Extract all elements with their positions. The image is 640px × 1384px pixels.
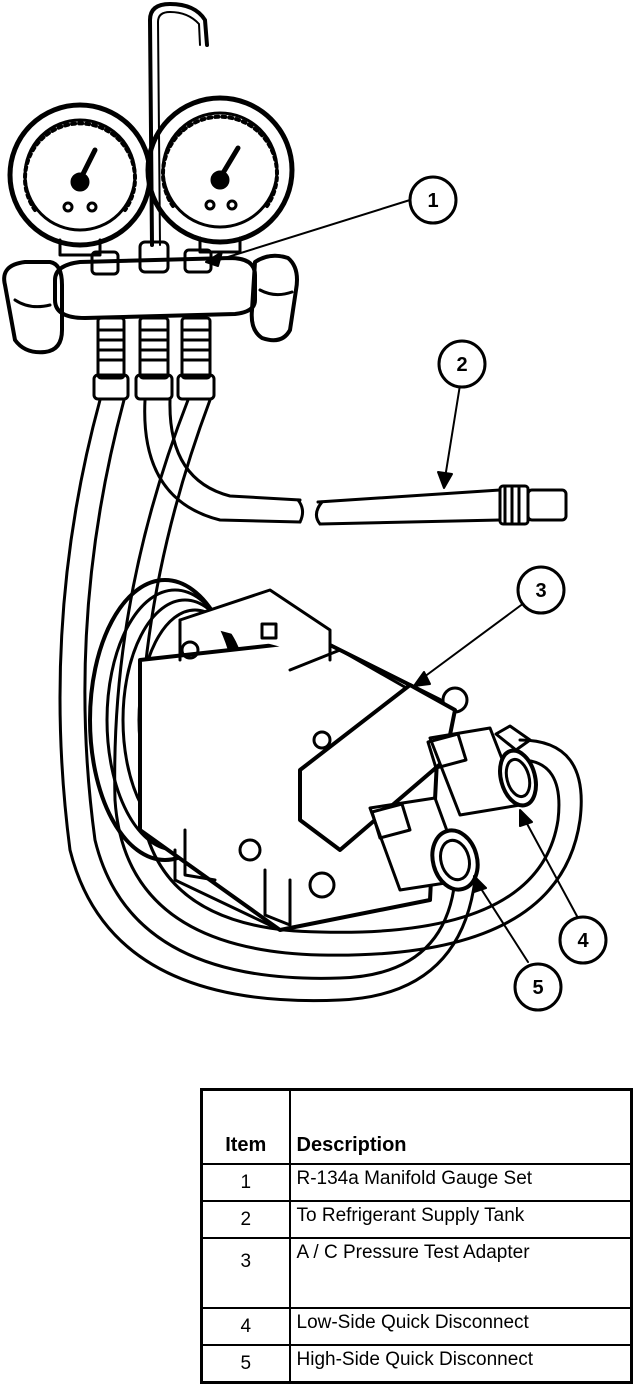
item-number: 3 — [200, 1237, 291, 1309]
item-number: 5 — [200, 1344, 291, 1384]
item-description: R-134a Manifold Gauge Set — [288, 1163, 633, 1202]
legend-table: Item Description 1 R-134a Manifold Gauge… — [200, 1088, 633, 1384]
svg-text:4: 4 — [577, 930, 589, 952]
high-side-quick-disconnect — [368, 796, 480, 892]
high-side-gauge-icon — [145, 95, 295, 254]
refrigerant-supply-hose — [315, 484, 568, 526]
callout-5: 5 — [513, 962, 563, 1012]
callout-3: 3 — [516, 565, 566, 615]
item-column-header: Item — [200, 1088, 291, 1165]
leader-lines — [205, 199, 579, 963]
item-number: 4 — [200, 1307, 291, 1346]
table-row: 3 A / C Pressure Test Adapter — [200, 1237, 633, 1309]
item-description: High-Side Quick Disconnect — [288, 1344, 633, 1384]
callout-4: 4 — [558, 915, 608, 965]
item-description: Low-Side Quick Disconnect — [288, 1307, 633, 1346]
item-number: 2 — [200, 1200, 291, 1239]
ac-manifold-gauge-diagram: 1 2 3 4 5 — [2, 2, 608, 1012]
item-description: A / C Pressure Test Adapter — [288, 1237, 633, 1309]
hoses — [58, 398, 583, 1003]
item-description: To Refrigerant Supply Tank — [288, 1200, 633, 1239]
low-side-quick-disconnect — [426, 724, 538, 817]
table-row: 1 R-134a Manifold Gauge Set — [200, 1163, 633, 1202]
table-row: 2 To Refrigerant Supply Tank — [200, 1200, 633, 1239]
low-side-gauge-icon — [7, 102, 153, 257]
table-row: 5 High-Side Quick Disconnect — [200, 1344, 633, 1384]
svg-text:3: 3 — [535, 580, 546, 602]
table-row: 4 Low-Side Quick Disconnect — [200, 1307, 633, 1346]
callout-2: 2 — [437, 339, 487, 389]
svg-text:1: 1 — [427, 190, 438, 212]
description-column-header: Description — [288, 1088, 633, 1165]
ac-compressor — [88, 578, 482, 932]
manifold-gauge-set — [2, 2, 299, 401]
callout-1: 1 — [408, 175, 458, 225]
item-number: 1 — [200, 1163, 291, 1202]
svg-text:2: 2 — [456, 354, 467, 376]
svg-text:5: 5 — [532, 977, 543, 999]
legend-header-row: Item Description — [200, 1088, 633, 1165]
